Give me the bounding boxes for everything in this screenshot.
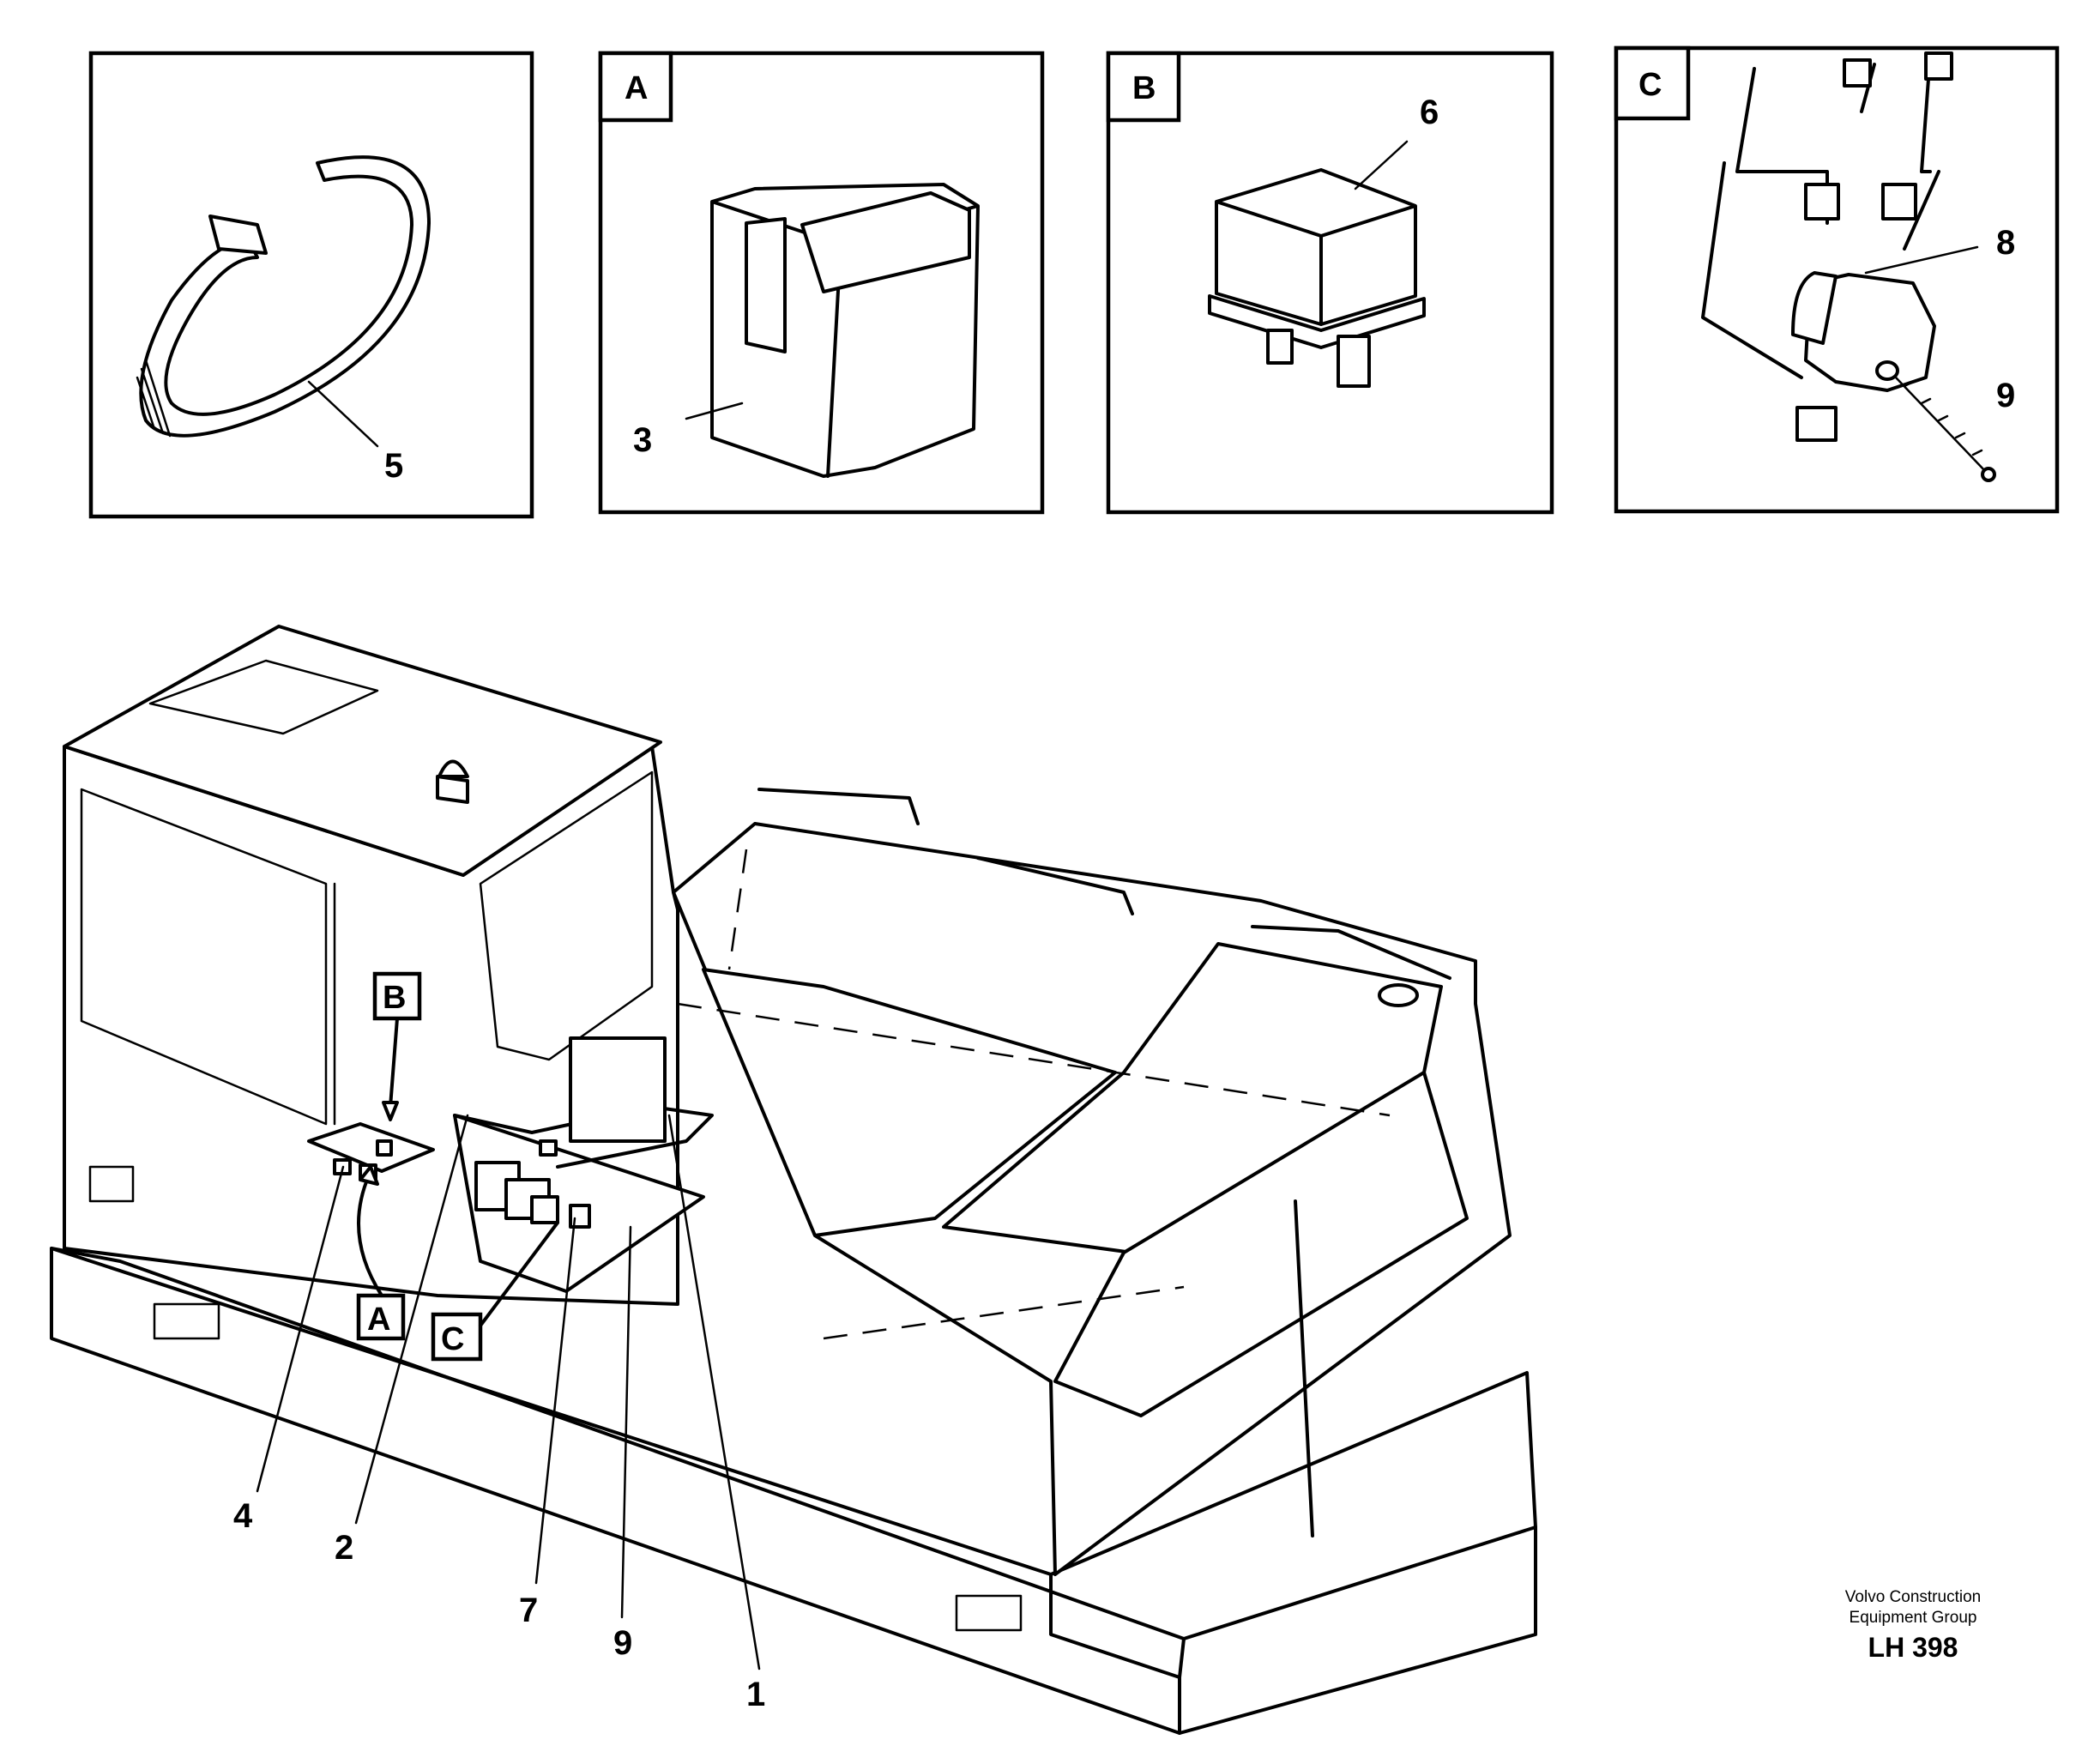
part-number-3: 3 [633,421,652,459]
footer-drawing-code: LH 398 [1868,1632,1958,1663]
leader-line-7 [534,1217,576,1585]
part-number-8: 8 [1996,224,2015,262]
detail-panel-b: B 6 [1106,51,1554,515]
beacon-light [436,775,469,804]
sensor-drawing [1701,51,1996,482]
panel-letter-box [598,51,673,123]
callout-letter-a: A [367,1302,390,1338]
callout-letter-b: B [383,980,406,1016]
detail-panel-a: A 3 [598,51,1045,515]
cable-tie-drawing [136,155,431,448]
part-number-6: 6 [1420,94,1439,131]
footer-company-line1: Volvo Construction [1844,1588,1982,1606]
part-number-9: 9 [1996,377,2015,414]
panel-letter-a: A [625,70,648,106]
callout-letter-c: C [441,1321,464,1357]
detail-panel-c: C 8 9 [1614,45,2060,514]
leader-line-2 [354,1114,469,1525]
leader-line-3 [685,402,744,420]
leader-line-6 [1354,140,1409,190]
cover-drawing [685,183,980,478]
main-view-machine: B A C 4 2 7 9 1 [50,625,1537,1735]
callout-box-c [431,1312,483,1362]
part-number-1: 1 [746,1676,765,1713]
cab-roof [63,625,662,877]
panel-frame [88,51,534,519]
part-number-7: 7 [519,1592,538,1629]
leader-line-9 [620,1225,632,1619]
leader-line-1 [667,1114,761,1670]
leader-line-5 [307,380,379,448]
panel-letter-box [1614,45,1691,121]
part-number-2: 2 [335,1529,353,1567]
panel-letter-b: B [1132,70,1156,106]
part-number-4: 4 [233,1497,253,1535]
control-panel [307,1122,435,1173]
part-number-5: 5 [384,447,403,485]
part-number-9-main: 9 [613,1624,632,1662]
relay-drawing [1208,140,1426,388]
detail-panel-cable-tie: 5 [88,51,534,519]
panel-letter-c: C [1638,67,1662,103]
leader-line-4 [256,1165,345,1493]
leader-line-8 [1864,245,1979,275]
callout-box-a [356,1293,406,1341]
panel-letter-box [1106,51,1181,123]
footer-company-line2: Equipment Group [1849,1609,1977,1627]
